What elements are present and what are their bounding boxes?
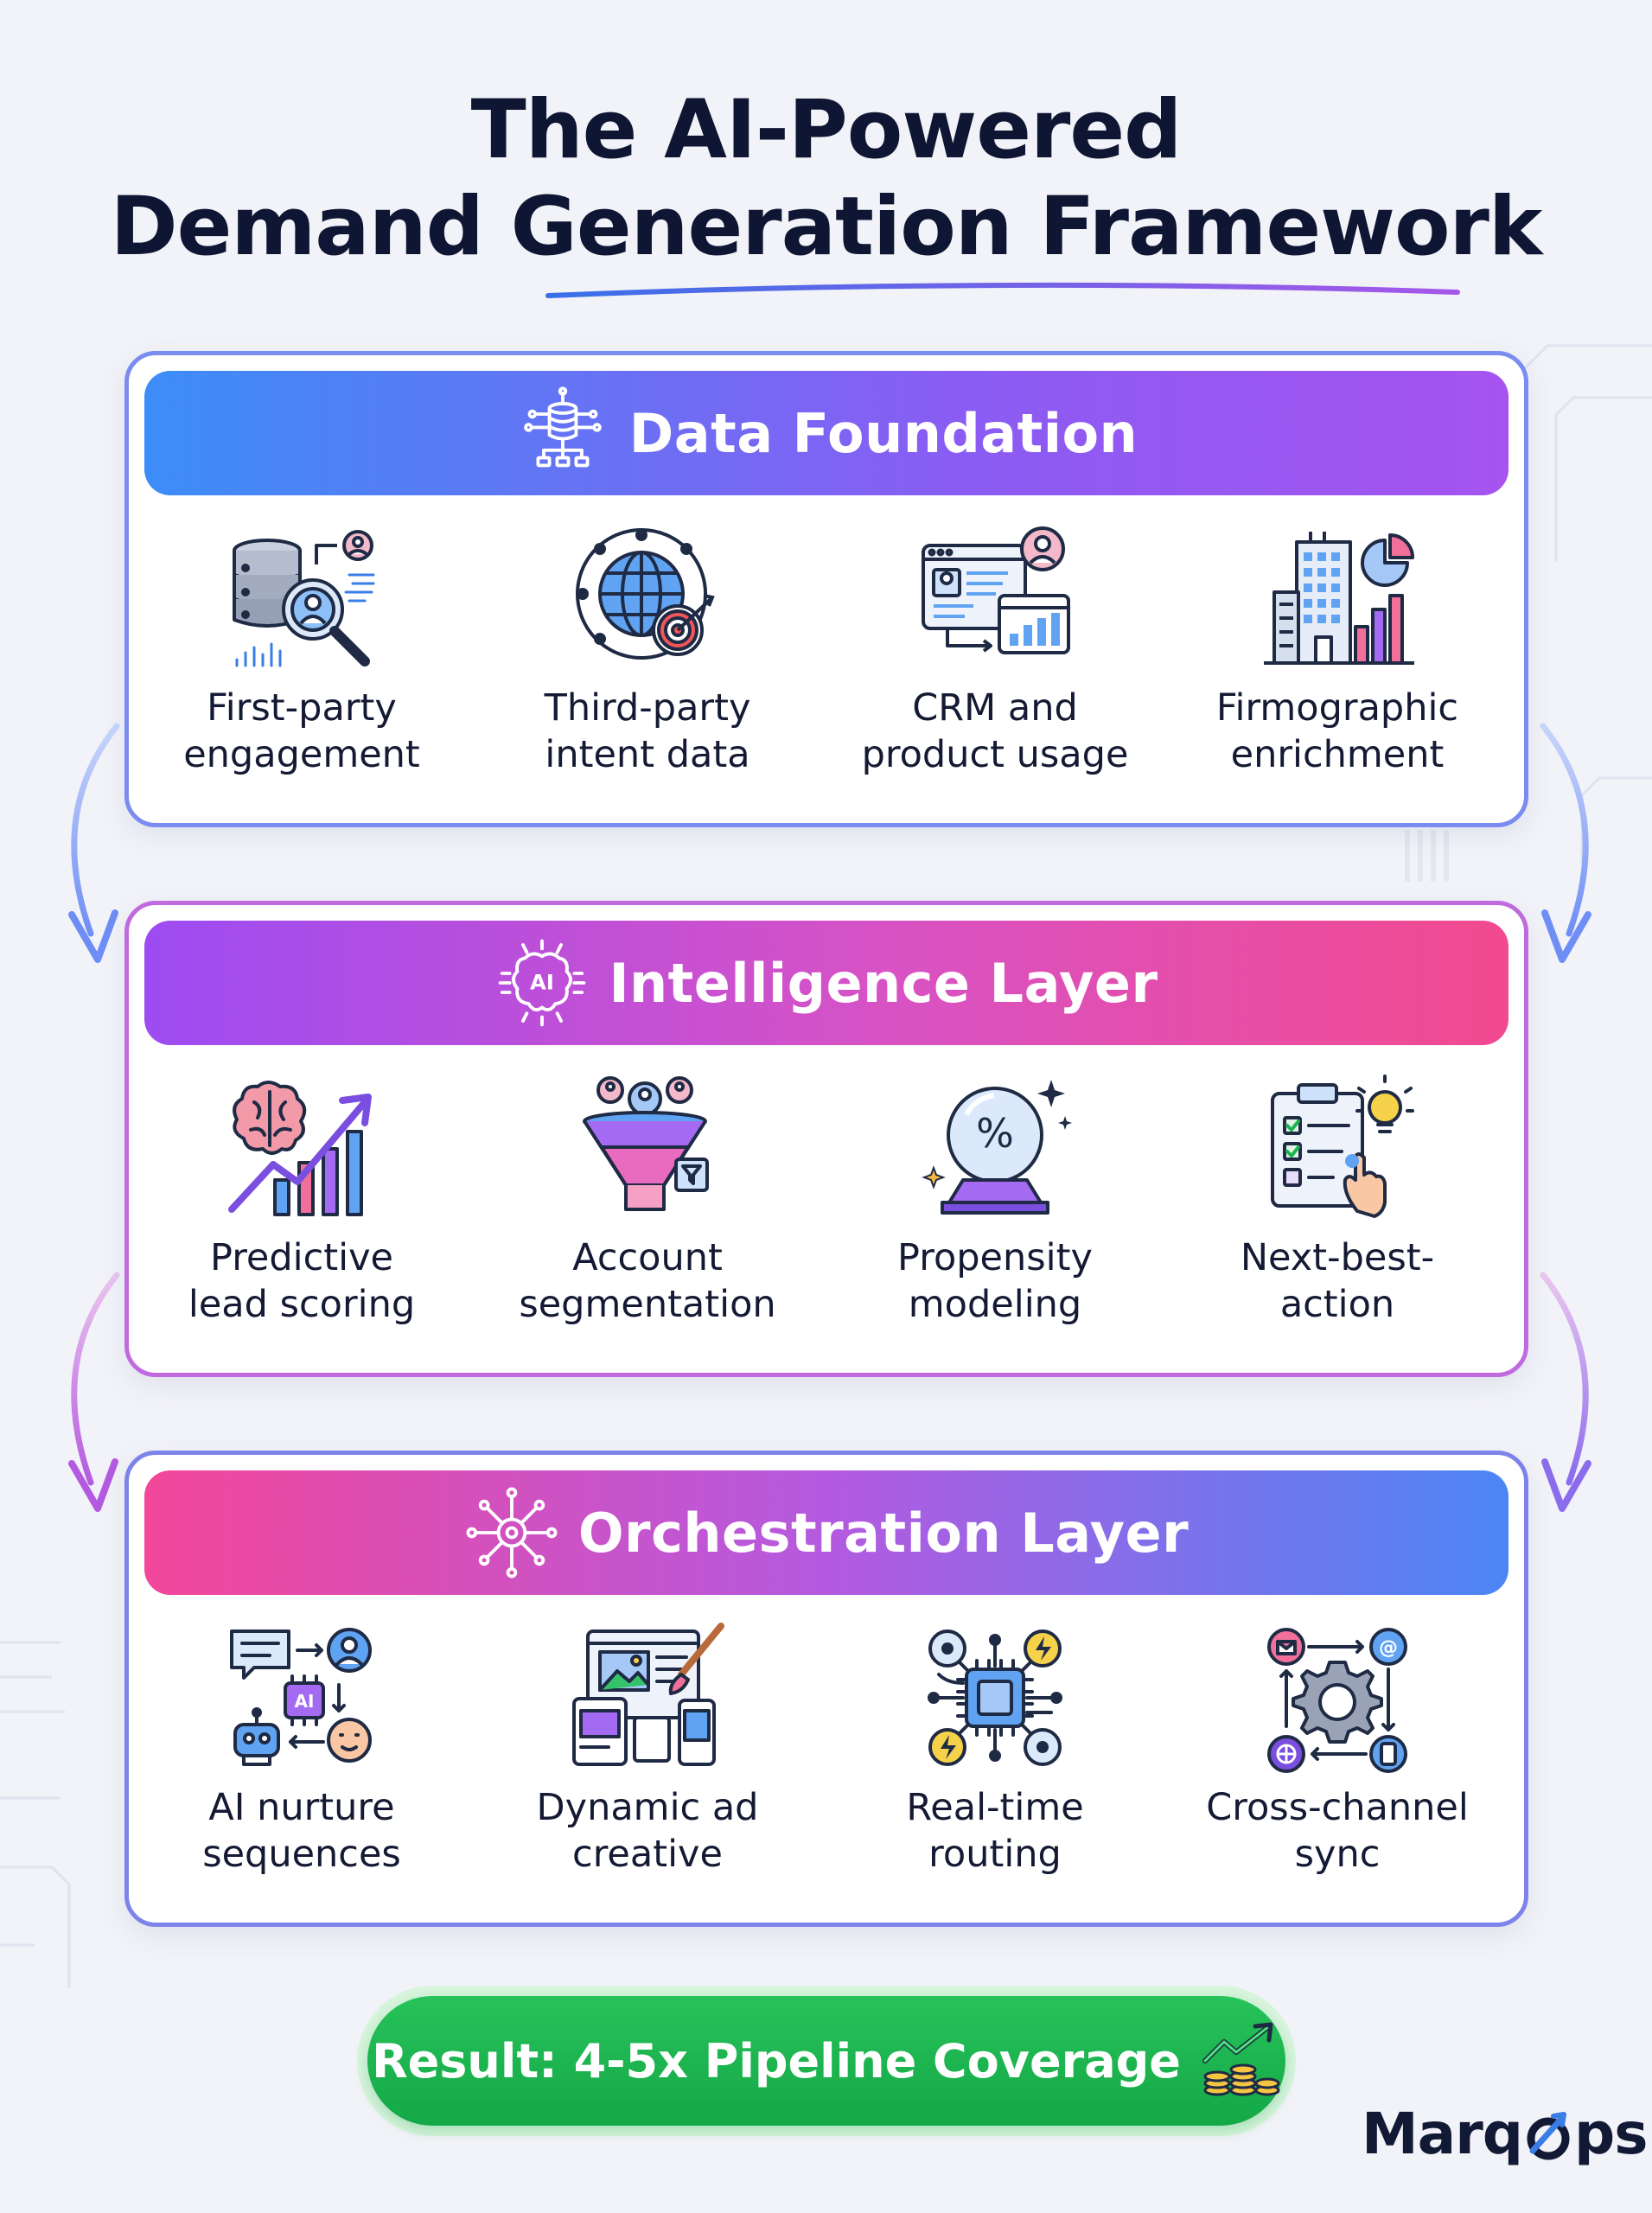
layer-banner: AI Intelligence Layer — [144, 921, 1508, 1045]
svg-text:%: % — [976, 1110, 1014, 1157]
title-line-1: The AI-Powered — [470, 83, 1183, 177]
item-label: Cross-channel sync — [1206, 1786, 1469, 1876]
layer-title: Orchestration Layer — [577, 1501, 1190, 1565]
item-label: Next-best- action — [1240, 1236, 1435, 1326]
database-search-icon — [233, 530, 375, 667]
layer-card-data-foundation: Data Foundation — [124, 351, 1528, 827]
logo-text-part1: Marq — [1362, 2101, 1523, 2167]
item-label: AI nurture sequences — [202, 1786, 401, 1876]
layer-item: Account segmentation — [475, 1061, 820, 1328]
item-label: Predictive lead scoring — [188, 1236, 416, 1326]
svg-text:@: @ — [1379, 1637, 1398, 1659]
layer-item: First-party engagement — [129, 511, 475, 778]
result-label: Result: 4-5x Pipeline Coverage — [372, 2033, 1181, 2089]
layer-item: Third-party intent data — [475, 511, 820, 778]
connector-right-2 — [1540, 1272, 1591, 1512]
result-pill: Result: 4-5x Pipeline Coverage — [357, 1986, 1296, 2136]
layer-item: Real-time routing — [822, 1610, 1168, 1878]
checklist-idea-icon — [1271, 1075, 1414, 1218]
funnel-icon — [583, 1076, 709, 1211]
svg-text:AI: AI — [531, 971, 555, 995]
title-line-2: Demand Generation Framework — [110, 180, 1543, 274]
connector-right-1 — [1540, 723, 1591, 963]
item-label: Propensity modeling — [897, 1236, 1093, 1326]
connector-left-2 — [68, 1272, 120, 1512]
layer-item: AI AI nurture sequences — [129, 1610, 475, 1878]
item-label: Third-party intent data — [544, 686, 751, 776]
devices-brush-icon — [572, 1623, 724, 1766]
gear-network-icon — [466, 1487, 558, 1578]
item-label: First-party engagement — [183, 686, 420, 776]
ai-brain-icon: AI — [499, 939, 586, 1027]
layer-card-intelligence: AI Intelligence Layer Predictive lead sc… — [124, 901, 1528, 1377]
title-underline — [545, 282, 1460, 298]
layer-title: Data Foundation — [628, 401, 1139, 465]
layer-item: @ Cross-channel sync — [1164, 1610, 1510, 1878]
logo-text-part2: ps — [1574, 2101, 1649, 2167]
crm-dashboard-icon — [922, 526, 1070, 654]
layer-card-orchestration: Orchestration Layer AI — [124, 1451, 1528, 1927]
layer-banner: Data Foundation — [144, 371, 1508, 495]
item-label: Dynamic ad creative — [536, 1786, 759, 1876]
globe-target-icon — [576, 528, 715, 660]
layer-item: CRM and product usage — [822, 511, 1168, 778]
brain-growth-icon — [228, 1081, 372, 1216]
ai-chatbot-icon: AI — [230, 1628, 372, 1766]
item-label: Account segmentation — [519, 1236, 776, 1326]
gear-channels-icon: @ — [1267, 1628, 1407, 1773]
item-label: CRM and product usage — [861, 686, 1129, 776]
layer-item: Dynamic ad creative — [475, 1610, 820, 1878]
connector-left-1 — [68, 723, 120, 963]
crystal-ball-icon: % — [922, 1080, 1072, 1215]
building-chart-icon — [1264, 532, 1414, 665]
page-title: The AI-Powered Demand Generation Framewo… — [0, 82, 1652, 276]
chip-routing-icon — [928, 1629, 1062, 1766]
item-label: Real-time routing — [906, 1786, 1084, 1876]
svg-text:AI: AI — [295, 1691, 315, 1712]
item-label: Firmographic enrichment — [1215, 686, 1459, 776]
layer-item: Firmographic enrichment — [1164, 511, 1510, 778]
database-network-icon — [523, 386, 602, 468]
layer-title: Intelligence Layer — [609, 951, 1158, 1015]
marqops-logo: Marq ps — [1362, 2101, 1649, 2167]
layer-banner: Orchestration Layer — [144, 1470, 1508, 1595]
layer-item: Next-best- action — [1164, 1061, 1510, 1328]
layer-item: Predictive lead scoring — [129, 1061, 475, 1328]
logo-o-mark-icon — [1527, 2111, 1570, 2159]
growth-coins-icon — [1202, 2022, 1280, 2096]
layer-item: % Propensity modeling — [822, 1061, 1168, 1328]
